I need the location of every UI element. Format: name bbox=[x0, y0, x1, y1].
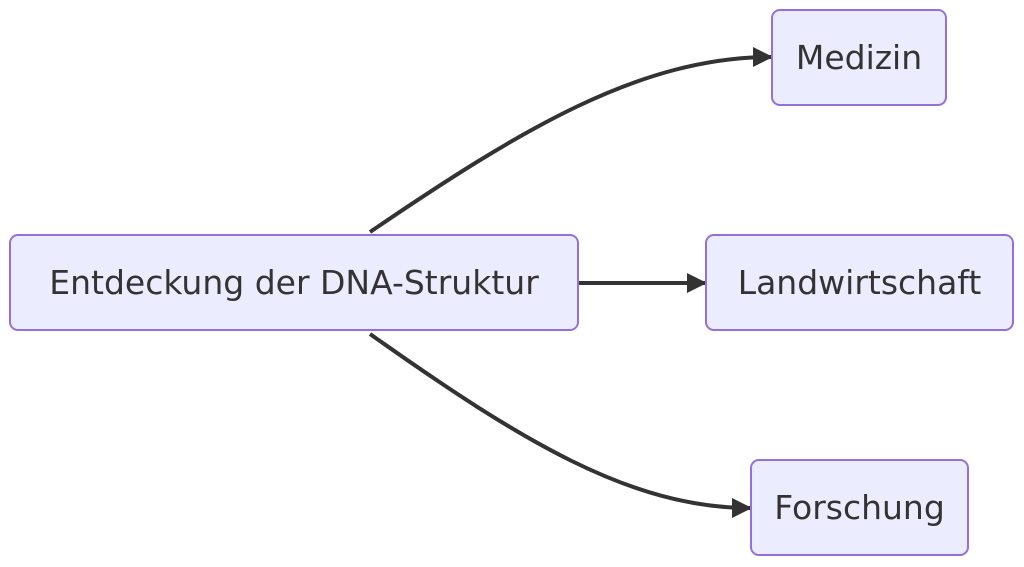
edge-root-to-forschung bbox=[368, 332, 752, 518]
node-label: Forschung bbox=[774, 488, 945, 527]
node-dna-discovery[interactable]: Entdeckung der DNA-Struktur bbox=[9, 234, 579, 331]
node-label: Landwirtschaft bbox=[737, 263, 982, 302]
node-medizin[interactable]: Medizin bbox=[771, 9, 947, 106]
node-label: Medizin bbox=[795, 38, 923, 77]
node-label: Entdeckung der DNA-Struktur bbox=[49, 263, 539, 302]
edge-root-to-medizin bbox=[368, 47, 773, 234]
node-forschung[interactable]: Forschung bbox=[750, 459, 969, 556]
node-landwirtschaft[interactable]: Landwirtschaft bbox=[705, 234, 1014, 331]
